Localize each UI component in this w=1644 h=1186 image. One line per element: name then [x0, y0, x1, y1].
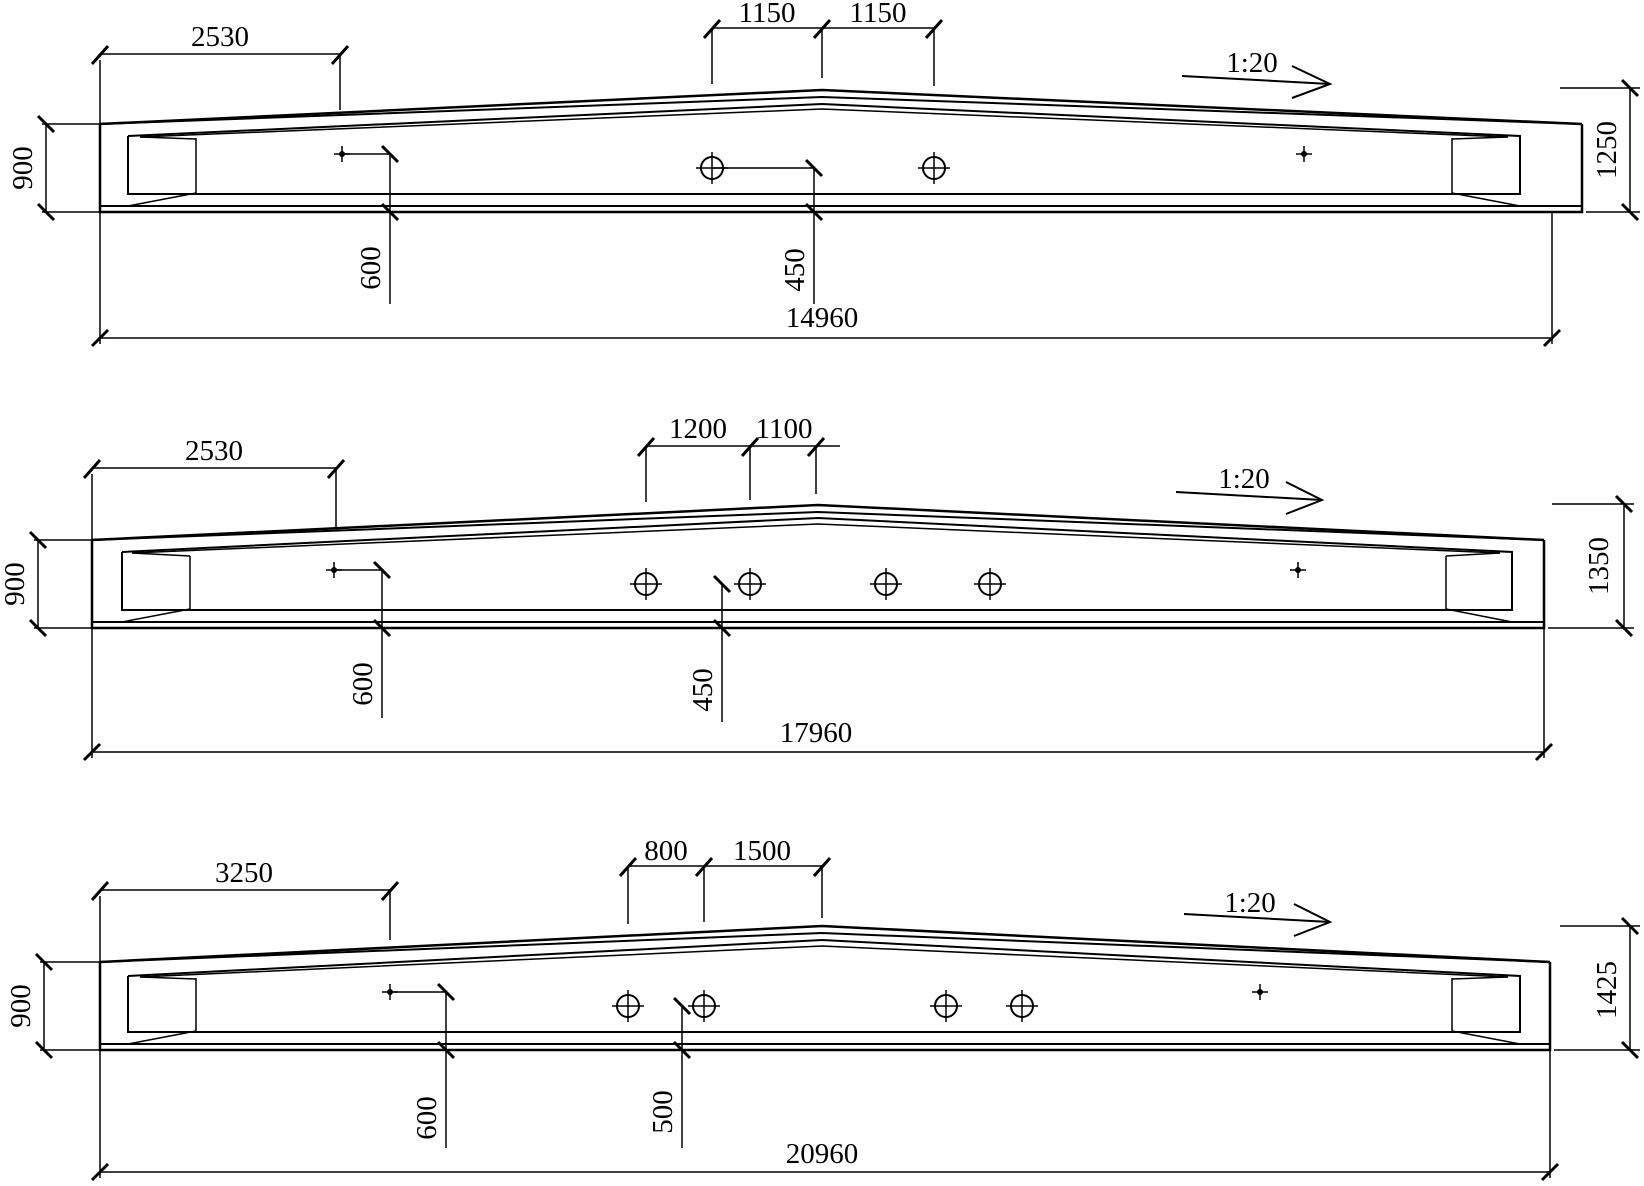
hole-circle-marker	[930, 990, 962, 1022]
beam-3-holes	[382, 984, 1268, 1022]
beam-1: 2530 1150 1150 1:20 900	[7, 0, 1640, 348]
hole-circle-marker	[974, 568, 1006, 600]
dim-a-label: 600	[347, 662, 379, 706]
right-height-label: 1350	[1583, 537, 1615, 595]
beam-3: 3250 800 1500 1:20 900	[5, 835, 1640, 1182]
dim-span: 14960	[90, 212, 1562, 348]
dim-top-mid1-label: 1200	[669, 413, 727, 445]
dim-top-mid2-label: 1100	[756, 413, 813, 445]
slope-indicator: 1:20	[1175, 463, 1325, 515]
dim-right-height: 1250	[1560, 78, 1640, 222]
dim-top-mid1-label: 800	[644, 835, 688, 867]
right-height-label: 1250	[1591, 121, 1623, 179]
dim-top-left-label: 2530	[185, 435, 243, 467]
dim-span: 20960	[90, 1050, 1560, 1182]
slope-indicator: 1:20	[1181, 47, 1333, 99]
dim-top-middle: 1150 1150	[702, 0, 944, 86]
dim-span: 17960	[82, 628, 1554, 762]
right-height-label: 1425	[1591, 961, 1623, 1019]
beam-1-outline	[98, 88, 1584, 214]
slope-label: 1:20	[1218, 463, 1270, 495]
dim-top-middle: 1200 1100	[636, 413, 840, 502]
dim-hole-offset-a: 600	[342, 144, 400, 304]
left-height-label: 900	[7, 146, 39, 190]
span-label: 14960	[786, 302, 859, 334]
dim-top-mid2-label: 1150	[850, 0, 907, 29]
span-label: 17960	[780, 717, 853, 749]
hole-small-marker	[1290, 562, 1306, 578]
span-label: 20960	[786, 1138, 859, 1170]
dim-a-label: 600	[355, 246, 387, 290]
dim-hole-offset-b: 500	[647, 996, 692, 1148]
dim-top-left-label: 2530	[191, 21, 249, 53]
dim-left-height: 900	[5, 952, 100, 1060]
slope-indicator: 1:20	[1183, 887, 1333, 937]
slope-label: 1:20	[1224, 887, 1276, 919]
dim-hole-offset-b: 450	[687, 574, 732, 722]
beam-2-holes	[326, 562, 1306, 600]
dim-hole-offset-a: 600	[390, 982, 456, 1148]
hole-circle-marker	[734, 568, 766, 600]
dim-b-label: 500	[647, 1090, 679, 1134]
dim-top-left: 2530	[82, 435, 346, 540]
hole-circle-marker	[612, 990, 644, 1022]
hole-circle-marker	[630, 568, 662, 600]
dim-right-height: 1425	[1554, 916, 1640, 1060]
hole-circle-marker	[918, 152, 950, 184]
dim-top-left-label: 3250	[215, 857, 273, 889]
dim-top-left: 2530	[90, 21, 350, 124]
dim-a-label: 600	[411, 1096, 443, 1140]
dim-left-height: 900	[7, 114, 100, 222]
hole-small-marker	[1296, 146, 1312, 162]
dim-hole-offset-b: 450	[712, 158, 824, 304]
dim-left-height: 900	[0, 530, 92, 638]
beam-2-outline	[90, 503, 1546, 630]
left-height-label: 900	[5, 984, 37, 1028]
dim-top-mid2-label: 1500	[733, 835, 791, 867]
dim-hole-offset-a: 600	[334, 560, 392, 718]
dim-b-label: 450	[687, 668, 719, 712]
dim-top-mid1-label: 1150	[739, 0, 796, 29]
dim-top-left: 3250	[90, 857, 400, 962]
beam-3-outline	[98, 924, 1552, 1052]
beam-1-holes	[334, 146, 1312, 184]
dim-b-label: 450	[779, 248, 811, 292]
dim-right-height: 1350	[1548, 494, 1634, 638]
left-height-label: 900	[0, 562, 31, 606]
dim-top-middle: 800 1500	[618, 835, 832, 924]
slope-label: 1:20	[1226, 47, 1278, 79]
hole-circle-marker	[1006, 990, 1038, 1022]
beam-2: 2530 1200 1100 1:20 900	[0, 413, 1634, 762]
hole-small-marker	[1252, 984, 1268, 1000]
hole-circle-marker	[688, 990, 720, 1022]
hole-circle-marker	[870, 568, 902, 600]
